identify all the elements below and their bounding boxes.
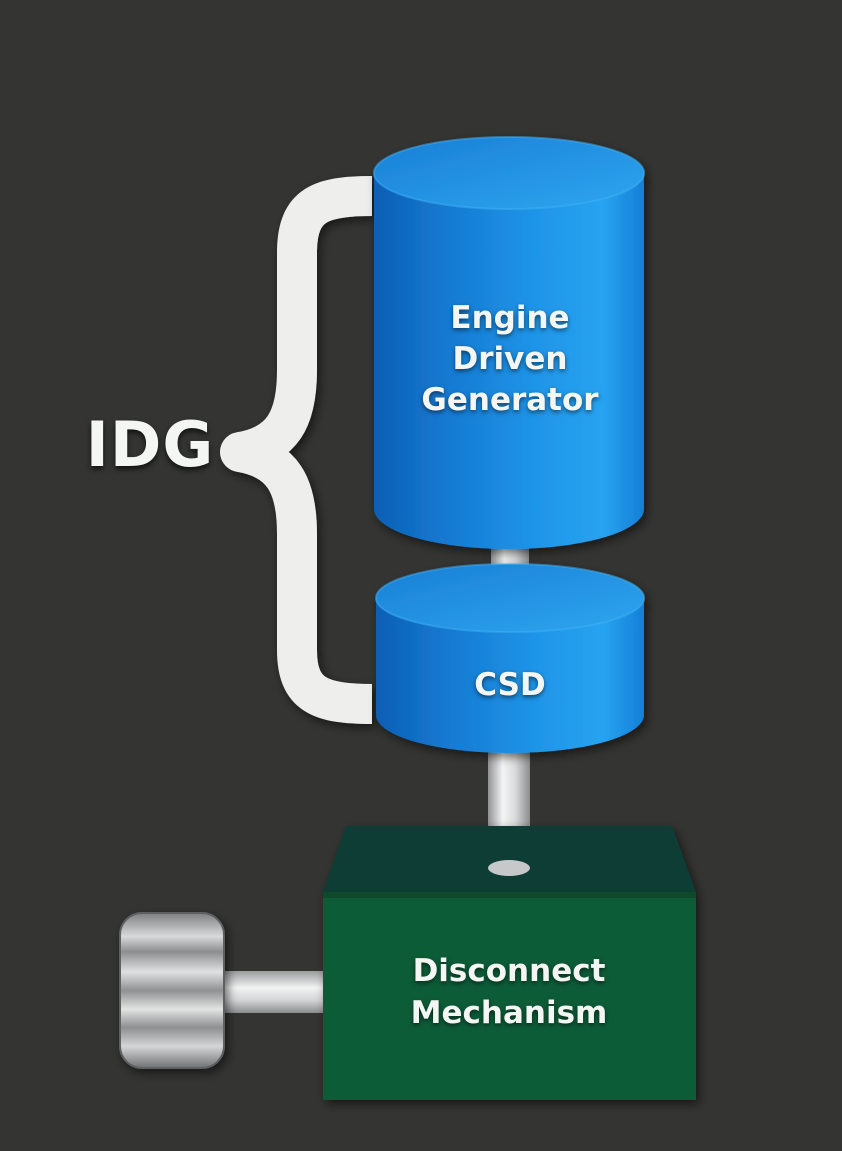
generator-cylinder — [373, 136, 645, 549]
idg-bracket — [220, 176, 373, 724]
generator-label: Engine Driven Generator — [421, 300, 599, 418]
idg-label: IDG — [85, 408, 215, 481]
shaft-tip — [488, 860, 530, 876]
side-shaft — [212, 971, 334, 1013]
disconnect-box — [323, 826, 696, 1100]
csd-label: CSD — [474, 667, 546, 703]
disconnect-label: Disconnect Mechanism — [410, 953, 608, 1031]
disconnect-knob-icon — [119, 912, 225, 1069]
csd-cylinder — [375, 563, 645, 753]
